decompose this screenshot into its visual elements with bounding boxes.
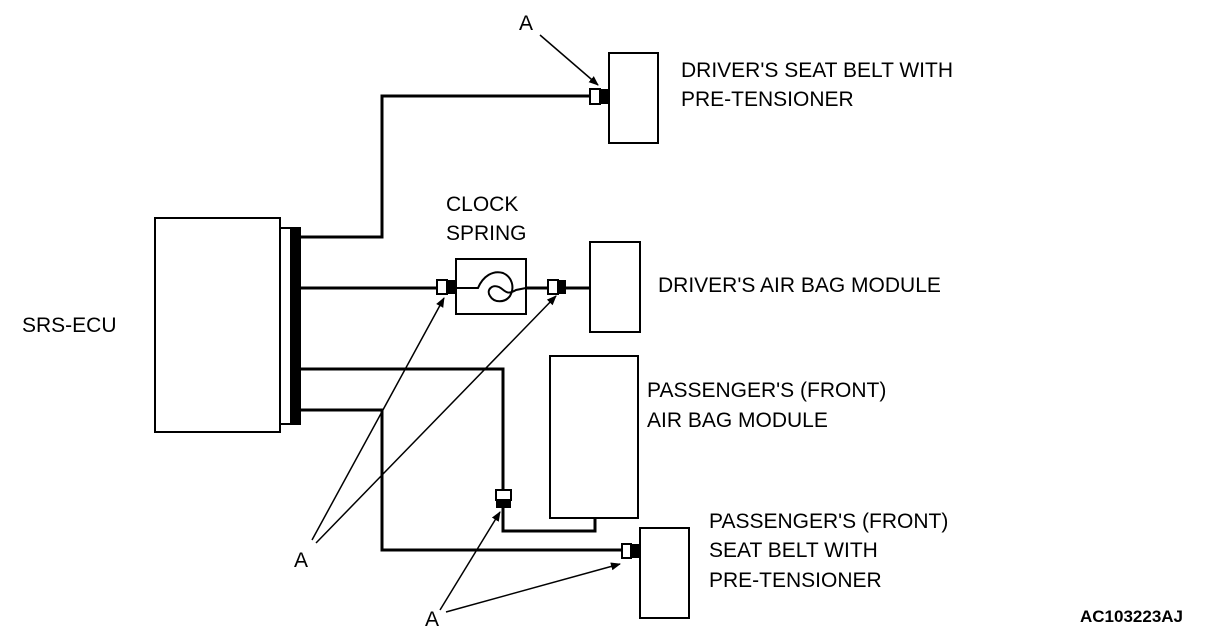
arrow-a-clock-spring <box>311 297 445 541</box>
figure-id: AC103223AJ <box>1080 607 1184 626</box>
label-passenger-airbag-2: AIR BAG MODULE <box>647 409 828 432</box>
label-passenger-seat-belt-2: SEAT BELT WITH <box>709 539 878 562</box>
label-clock-spring-1: CLOCK <box>446 193 519 216</box>
driver-seat-belt-box <box>608 52 659 144</box>
label-connector-a-top: A <box>519 12 534 35</box>
srs-ecu-box <box>154 217 281 433</box>
connector-driver-airbag <box>547 279 566 295</box>
passenger-airbag-box <box>549 355 639 519</box>
driver-airbag-box <box>589 241 641 333</box>
srs-ecu-connector-black <box>290 228 300 424</box>
label-passenger-seat-belt-1: PASSENGER'S (FRONT) <box>709 510 949 533</box>
connector-driver-seat-belt <box>589 88 609 105</box>
wire-driver-seat-belt <box>300 94 590 239</box>
arrow-a-passenger-airbag <box>439 511 501 611</box>
label-connector-a-left: A <box>294 549 309 572</box>
wire-passenger-seat-belt <box>300 408 622 552</box>
label-srs-ecu: SRS-ECU <box>22 314 117 337</box>
label-driver-seat-belt-1: DRIVER'S SEAT BELT WITH <box>681 59 954 82</box>
arrow-a-driver-airbag <box>315 295 557 544</box>
label-clock-spring-2: SPRING <box>446 222 527 245</box>
connector-passenger-airbag <box>495 489 512 508</box>
arrow-a-driver-seat-belt <box>539 34 599 86</box>
label-passenger-seat-belt-3: PRE-TENSIONER <box>709 569 882 592</box>
label-passenger-airbag-1: PASSENGER'S (FRONT) <box>647 379 887 402</box>
arrow-a-passenger-seat-belt <box>445 562 621 613</box>
connector-clock-spring-in <box>436 279 455 295</box>
label-connector-a-bottom: A <box>425 608 440 631</box>
clock-spring-coil <box>456 271 527 303</box>
label-driver-airbag: DRIVER'S AIR BAG MODULE <box>658 274 941 297</box>
passenger-seat-belt-box <box>639 527 690 619</box>
connector-passenger-seat-belt <box>621 543 640 559</box>
label-driver-seat-belt-2: PRE-TENSIONER <box>681 88 854 111</box>
wire-passenger-airbag-lower <box>501 508 597 533</box>
wire-passenger-airbag-upper <box>300 367 505 490</box>
